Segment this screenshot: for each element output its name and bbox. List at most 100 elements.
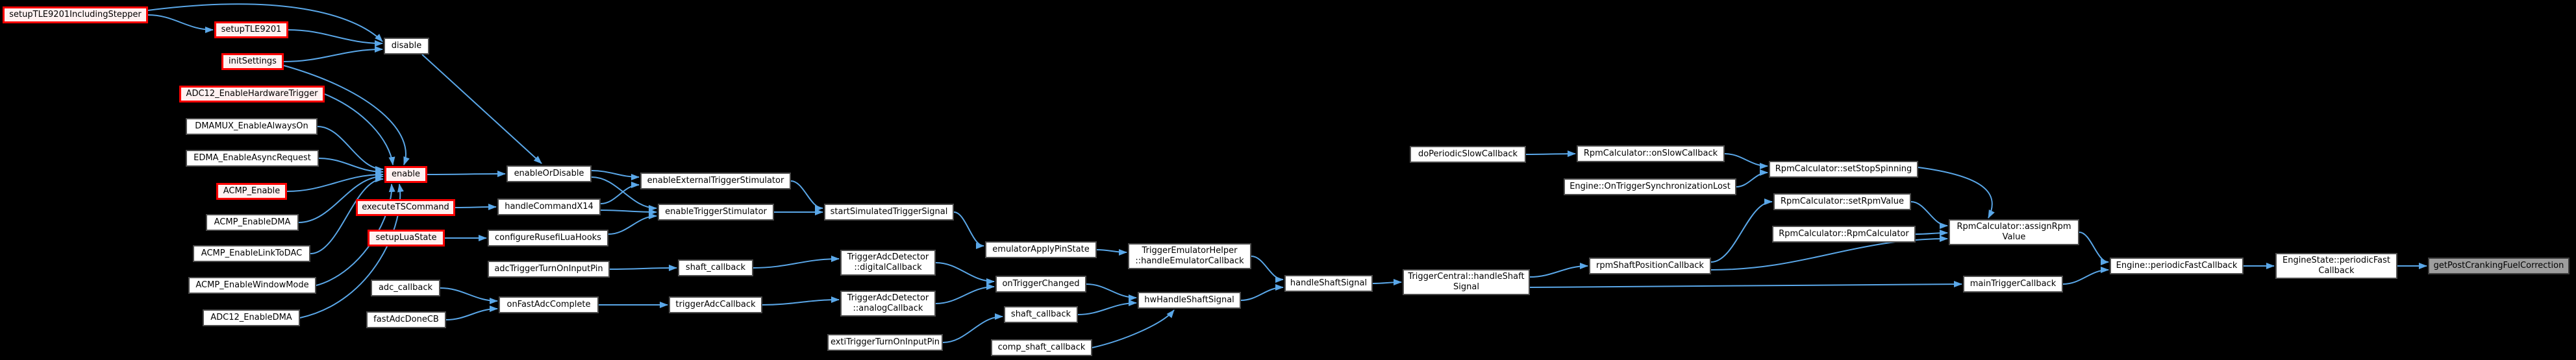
edge-43-45 (1915, 230, 1948, 237)
node-label: disable (391, 41, 422, 51)
node-getpostcrankingfuelcorrection[interactable]: getPostCrankingFuelCorrection (2428, 258, 2570, 274)
node-triggeradcdetector-digitalcallback[interactable]: TriggerAdcDetector ::digitalCallback (840, 250, 936, 276)
node-label: hwHandleShaftSignal (1144, 295, 1234, 305)
node-edma-enableasyncrequest[interactable]: EDMA_EnableAsyncRequest (186, 150, 319, 167)
node-label: getPostCrankingFuelCorrection (2433, 261, 2564, 270)
node-label: ACMP_EnableDMA (214, 217, 291, 227)
node-executetscommand[interactable]: executeTSCommand (356, 199, 455, 216)
node-engine-periodicfastcallback[interactable]: Engine::periodicFastCallback (2110, 258, 2244, 274)
edge-33-35 (1092, 309, 1175, 348)
node-shaft-callback[interactable]: shaft_callback (678, 259, 753, 276)
node-label: onTriggerChanged (1002, 279, 1080, 289)
node-enginestate-periodicfast-callback[interactable]: EngineState::periodicFast Callback (2275, 253, 2397, 279)
edge-17-22 (591, 170, 640, 180)
node-rpmcalculator-setstopspinning[interactable]: RpmCalculator::setStopSpinning (1769, 161, 1918, 178)
edge-0-1 (147, 14, 214, 33)
edge-26-30 (953, 211, 984, 249)
node-adctriggerturnoninputpin[interactable]: adcTriggerTurnOnInputPin (488, 261, 610, 278)
edge-37-46 (1529, 281, 1962, 288)
edge-6-12 (286, 171, 384, 192)
edge-45-47 (2079, 232, 2109, 265)
node-dmamux-enablealwayson[interactable]: DMAMUX_EnableAlwaysOn (186, 118, 318, 135)
node-emulatorapplypinstate[interactable]: emulatorApplyPinState (985, 241, 1097, 258)
node-label: DMAMUX_EnableAlwaysOn (195, 121, 308, 131)
node-acmp-enablelinktodac[interactable]: ACMP_EnableLinkToDAC (193, 245, 310, 262)
node-extitriggerturnoninputpin[interactable]: extiTriggerTurnOnInputPin (827, 334, 943, 351)
node-adc12-enablehardwaretrigger[interactable]: ADC12_EnableHardwareTrigger (179, 86, 325, 102)
edge-0-11 (147, 3, 383, 42)
node-ontriggerchanged[interactable]: onTriggerChanged (995, 276, 1086, 293)
edge-2-12 (283, 65, 410, 165)
edge-13-18 (455, 204, 497, 211)
edge-28-31 (935, 283, 995, 304)
node-label: enableExternalTriggerStimulator (647, 176, 784, 186)
node-comp-shaft-callback[interactable]: comp_shaft_callback (991, 339, 1092, 356)
edge-2-11 (283, 46, 383, 62)
node-initsettings[interactable]: initSettings (221, 53, 284, 70)
edge-16-21 (445, 306, 498, 320)
node-handleshaftsignal[interactable]: handleShaftSignal (1284, 275, 1373, 292)
node-label: Engine::OnTriggerSynchronizationLost (1569, 182, 1731, 191)
edge-34-36 (1251, 256, 1284, 283)
node-label: onFastAdcComplete (506, 300, 591, 309)
node-triggeremulatorhelper-handleemulatorcallback[interactable]: TriggerEmulatorHelper ::handleEmulatorCa… (1128, 243, 1251, 269)
node-rpmcalculator-onslowcallback[interactable]: RpmCalculator::onSlowCallback (1577, 145, 1725, 162)
node-label: initSettings (229, 56, 277, 66)
edge-25-28 (762, 296, 840, 306)
node-acmp-enable[interactable]: ACMP_Enable (216, 183, 287, 200)
edge-24-27 (753, 256, 840, 269)
node-label: triggerAdcCallback (675, 300, 756, 309)
node-doperiodicslowcallback[interactable]: doPeriodicSlowCallback (1410, 146, 1526, 163)
node-configurerusefiluahooks[interactable]: configureRusefiLuaHooks (488, 230, 608, 246)
node-rpmcalculator-assignrpm-value[interactable]: RpmCalculator::assignRpm Value (1949, 219, 2079, 245)
edge-1-11 (288, 29, 383, 47)
node-triggeradccallback[interactable]: triggerAdcCallback (669, 296, 762, 313)
node-adc-callback[interactable]: adc_callback (371, 280, 440, 296)
node-adc12-enabledma[interactable]: ADC12_EnableDMA (203, 309, 300, 326)
node-shaft-callback[interactable]: shaft_callback (1004, 306, 1078, 323)
node-enabletriggerstimulator[interactable]: enableTriggerStimulator (658, 204, 774, 221)
node-triggercentral-handleshaft-signal[interactable]: TriggerCentral::handleShaft Signal (1403, 269, 1530, 295)
node-label: EDMA_EnableAsyncRequest (194, 153, 311, 163)
node-label: RpmCalculator::assignRpm Value (1957, 222, 2071, 242)
node-rpmshaftpositioncallback[interactable]: rpmShaftPositionCallback (1589, 258, 1711, 274)
node-label: executeTSCommand (362, 202, 449, 212)
node-label: handleShaftSignal (1290, 278, 1368, 288)
edge-44-45 (1710, 235, 1948, 270)
node-rpmcalculator-setrpmvalue[interactable]: RpmCalculator::setRpmValue (1773, 193, 1911, 210)
node-engine-ontriggersynchronizationlost[interactable]: Engine::OnTriggerSynchronizationLost (1564, 178, 1736, 195)
edge-30-34 (1096, 248, 1127, 256)
node-label: ACMP_Enable (223, 186, 281, 196)
node-setuptle9201includingstepper[interactable]: setupTLE9201IncludingStepper (3, 6, 148, 23)
edge-31-35 (1086, 283, 1137, 301)
node-startsimulatedtriggersignal[interactable]: startSimulatedTriggerSignal (824, 204, 954, 221)
edge-36-37 (1372, 279, 1402, 286)
node-hwhandleshaftsignal[interactable]: hwHandleShaftSignal (1138, 292, 1241, 309)
node-triggeradcdetector-analogcallback[interactable]: TriggerAdcDetector ::analogCallback (840, 291, 936, 317)
node-acmp-enablewindowmode[interactable]: ACMP_EnableWindowMode (188, 277, 316, 294)
node-handlecommandx14[interactable]: handleCommandX14 (497, 198, 601, 215)
node-setuptle9201[interactable]: setupTLE9201 (214, 21, 288, 38)
node-label: enableTriggerStimulator (665, 207, 767, 217)
edge-3-12 (324, 93, 395, 165)
node-disable[interactable]: disable (384, 38, 429, 54)
node-enable[interactable]: enable (384, 166, 427, 183)
node-acmp-enabledma[interactable]: ACMP_EnableDMA (206, 214, 299, 231)
node-setupluastate[interactable]: setupLuaState (368, 230, 445, 246)
node-label: RpmCalculator::setRpmValue (1780, 197, 1904, 206)
node-fastadcdonecb[interactable]: fastAdcDoneCB (366, 311, 446, 328)
node-label: ACMP_EnableLinkToDAC (201, 248, 303, 258)
node-maintriggercallback[interactable]: mainTriggerCallback (1963, 276, 2063, 293)
node-label: doPeriodicSlowCallback (1418, 149, 1518, 159)
node-label: Engine::periodicFastCallback (2116, 261, 2238, 270)
node-label: RpmCalculator::onSlowCallback (1583, 149, 1718, 158)
node-label: configureRusefiLuaHooks (495, 233, 601, 243)
node-label: shaft_callback (1010, 309, 1071, 319)
node-enableordisable[interactable]: enableOrDisable (506, 165, 592, 182)
node-rpmcalculator-rpmcalculator[interactable]: RpmCalculator::RpmCalculator (1772, 226, 1916, 243)
node-onfastadccomplete[interactable]: onFastAdcComplete (499, 296, 599, 313)
edge-7-12 (298, 173, 384, 223)
node-label: ADC12_EnableDMA (210, 313, 292, 322)
node-enableexternaltriggerstimulator[interactable]: enableExternalTriggerStimulator (640, 173, 791, 189)
